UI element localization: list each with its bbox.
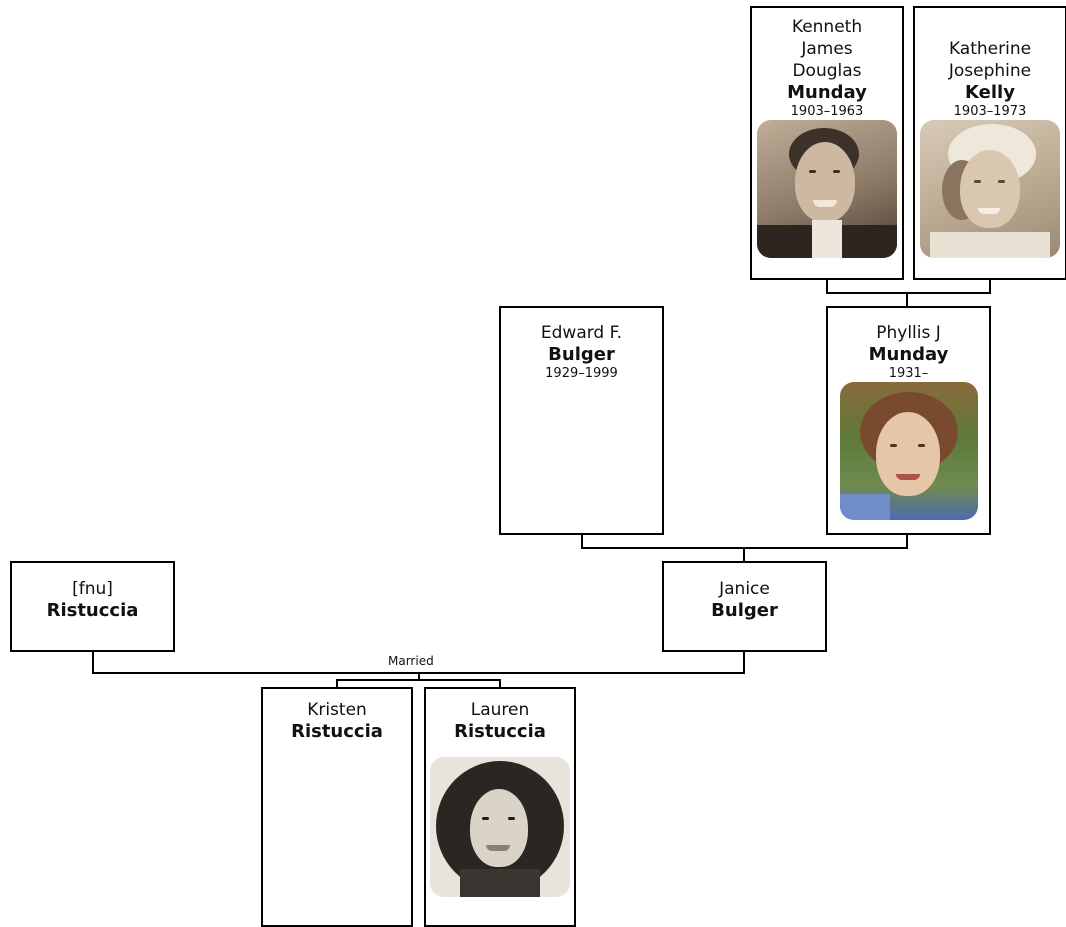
person-card-edward[interactable]: Edward F. Bulger 1929–1999 [499,306,664,535]
person-card-janice[interactable]: Janice Bulger [662,561,827,652]
connector-children-bar [336,679,501,681]
surname: Munday [868,344,949,365]
life-years: 1931– [888,366,929,381]
life-years: 1929–1999 [545,366,618,381]
person-card-kenneth[interactable]: Kenneth James Douglas Munday 1903–1963 [750,6,904,280]
person-card-kristen[interactable]: Kristen Ristuccia [261,687,413,927]
married-label: Married [386,654,436,668]
portrait-photo[interactable] [430,757,570,897]
given-name-line: Kenneth [791,17,863,37]
given-name: Kristen [307,700,367,720]
surname: Bulger [711,600,778,621]
portrait-photo[interactable] [920,120,1060,258]
given-name: Edward F. [540,323,623,343]
connector-to-lauren [499,679,501,688]
given-name: Lauren [470,700,530,720]
life-years: 1903–1973 [953,104,1027,119]
connector-phyllis-down [906,528,908,548]
connector-edward-down [581,534,583,548]
surname: Bulger [548,344,615,365]
connector-katherine-down [989,279,991,293]
given-name-line: Douglas [792,61,862,81]
connector-janice-down [743,651,745,674]
connector-marriage-stem [418,672,420,680]
surname: Ristuccia [291,721,383,742]
surname: Ristuccia [46,600,139,621]
surname: Ristuccia [454,721,546,742]
connector-to-janice [743,547,745,561]
portrait-photo[interactable] [757,120,897,258]
surname: Munday [787,82,867,103]
given-name: [fnu] [72,579,113,599]
person-card-fnu[interactable]: [fnu] Ristuccia [10,561,175,652]
given-name-line: Josephine [948,61,1032,81]
person-card-phyllis[interactable]: Phyllis J Munday 1931– [826,306,991,535]
connector-munday-kelly-bar [826,292,991,294]
portrait-photo[interactable] [839,382,978,520]
connector-kenneth-down [826,279,828,293]
person-card-lauren[interactable]: Lauren Ristuccia [424,687,576,927]
surname: Kelly [965,82,1015,103]
person-card-katherine[interactable]: Katherine Josephine Kelly 1903–1973 [913,6,1066,280]
given-name-line: Katherine [948,39,1032,59]
given-name: Janice [719,579,770,599]
given-name: Phyllis J [876,323,941,343]
connector-to-kristen [336,679,338,688]
connector-fnu-down [92,651,94,674]
connector-to-phyllis [906,292,908,307]
given-name-line: James [801,39,853,59]
life-years: 1903–1963 [790,104,864,119]
